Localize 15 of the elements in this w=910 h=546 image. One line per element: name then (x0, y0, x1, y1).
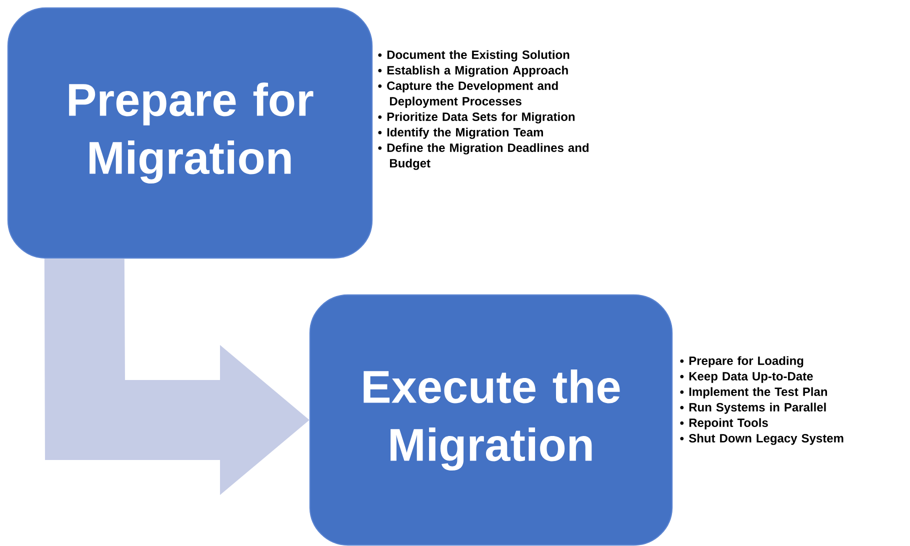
process-box: Execute the Migration (309, 294, 673, 546)
process-box: Prepare for Migration (7, 7, 373, 259)
bullet-item: Prepare for Loading (689, 356, 804, 368)
bullet-item: Identify the Migration Team (387, 128, 543, 139)
bullet-item: Keep Data Up-to-Date (689, 372, 813, 383)
bent-arrow (44, 258, 310, 495)
bullet-item: Repoint Tools (689, 418, 768, 430)
bullet-item: Capture the Development and Deployment Processes (387, 81, 558, 108)
bullet-item: Prioritize Data Sets for Migration (387, 112, 575, 124)
bullet-item: Document the Existing Solution (387, 50, 570, 62)
bullet-item: Implement the Test Plan (689, 387, 827, 398)
bullet-item: Establish a Migration Approach (387, 66, 568, 77)
bullet-item: Run Systems in Parallel (689, 402, 826, 414)
bullet-item: Shut Down Legacy System (688, 434, 844, 445)
bullet-item: Define the Migration Deadlines and Budget (387, 143, 588, 170)
